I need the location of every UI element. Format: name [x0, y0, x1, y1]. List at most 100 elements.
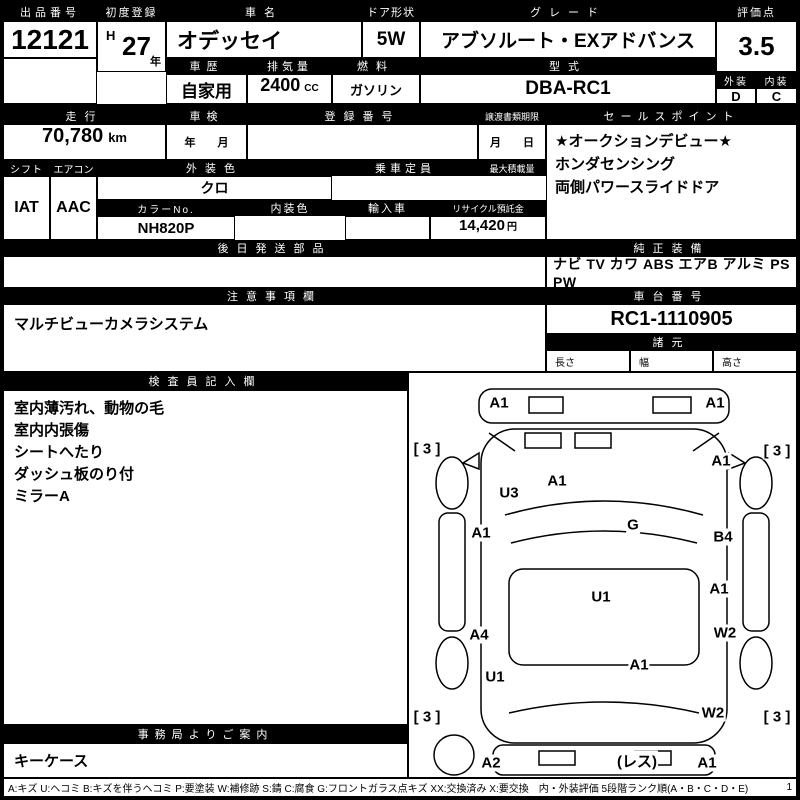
damage-marker: [ 3 ]	[412, 440, 442, 458]
import-car-value	[345, 216, 430, 240]
recycle-deposit-cell: 14,420 円	[430, 216, 546, 240]
sales-point-line: ホンダセンシング	[555, 156, 676, 173]
specs-label: 諸元	[546, 334, 797, 350]
legend-bar: A:キズ U:ヘコミ B:キズを伴うヘコミ P:要塗装 W:補修跡 S:錆 C:…	[3, 778, 797, 797]
damage-marker: A1	[628, 656, 650, 674]
damage-marker: A2	[480, 754, 502, 772]
auction-number-value: 12121	[3, 21, 97, 58]
fuel-label: 燃料	[332, 58, 420, 74]
chassis-number-label: 車台番号	[546, 288, 797, 304]
era-code: H	[106, 28, 116, 43]
damage-marker: G	[626, 516, 640, 534]
door-shape-value: 5W	[362, 21, 420, 58]
damage-marker: A1	[488, 394, 510, 412]
fuel-value: ガソリン	[332, 74, 420, 104]
interior-grade-value: C	[756, 88, 797, 104]
legend-page-number: 1	[786, 782, 792, 793]
car-outline-drawing	[433, 388, 773, 776]
inspector-notes-label: 検査員記入欄	[3, 372, 408, 390]
damage-marker: U3	[498, 484, 520, 502]
chassis-number-value: RC1-1110905	[546, 304, 797, 334]
year-unit: 年	[150, 56, 161, 68]
damage-marker: A1	[546, 472, 568, 490]
aircon-value: AAC	[50, 176, 97, 240]
inspector-note-line: 室内内張傷	[14, 422, 90, 439]
car-name-label: 車名	[166, 3, 362, 21]
section-divider	[3, 104, 797, 108]
capacity-label: 乗車定員	[332, 160, 478, 176]
sales-points-label: セールスポイント	[546, 108, 797, 124]
damage-marker: A1	[696, 754, 718, 772]
recycle-deposit-label: リサイクル預託金	[430, 200, 546, 216]
max-load-label: 最大積載量	[478, 160, 546, 176]
damage-marker: A1	[708, 580, 730, 598]
damage-marker: [ 3 ]	[412, 708, 442, 726]
inspector-notes-cell: 室内薄汚れ、動物の毛 室内内張傷 シートへたり ダッシュ板のり付 ミラーA	[3, 390, 408, 725]
equipment-value: ナビ TV カワ ABS エアB アルミ PS PW	[546, 256, 797, 288]
office-info-value: キーケース	[3, 743, 408, 778]
notes-value: マルチビューカメラシステム	[3, 304, 546, 372]
displacement-label: 排気量	[247, 58, 332, 74]
recycle-deposit-unit: 円	[506, 222, 517, 233]
interior-color-label: 内装色	[235, 200, 345, 216]
sales-points-cell: ★オークションデビュー★ ホンダセンシング 両側パワースライドドア	[546, 124, 797, 240]
shift-label: シフト	[3, 160, 50, 176]
model-code-label: 型式	[420, 58, 716, 74]
damage-marker: A1	[710, 452, 732, 470]
damage-marker: [ 3 ]	[762, 708, 792, 726]
spec-height-cell: 高さ	[713, 350, 797, 372]
damage-marker: W2	[700, 704, 726, 722]
damage-marker: U1	[590, 588, 612, 606]
shaken-value: 年 月	[166, 124, 247, 160]
exterior-color-value: クロ	[97, 176, 332, 200]
score-label: 評価点	[716, 3, 797, 21]
grade-label: グレード	[420, 3, 716, 21]
legend-text: A:キズ U:ヘコミ B:キズを伴うヘコミ P:要塗装 W:補修跡 S:錆 C:…	[8, 784, 749, 795]
later-parts-value	[3, 256, 546, 288]
damage-marker: B4	[712, 528, 734, 546]
sales-point-line: ★オークションデビュー★	[555, 133, 732, 150]
office-info-label: 事務局よりご案内	[3, 725, 408, 743]
displacement-value: 2400	[260, 75, 301, 95]
registration-number-value	[247, 124, 478, 160]
first-registration-year-cell: H 27 年	[97, 21, 166, 72]
transfer-deadline-label: 譲渡書類期限	[478, 108, 546, 124]
registration-number-label: 登録番号	[247, 108, 478, 124]
interior-grade-label: 内装	[756, 72, 797, 88]
exterior-grade-value: D	[716, 88, 756, 104]
grade-value: アブソルート・EXアドバンス	[420, 21, 716, 58]
score-value: 3.5	[716, 21, 797, 72]
damage-marker: A4	[468, 626, 490, 644]
damage-marker: U1	[484, 668, 506, 686]
inspector-note-line: ミラーA	[14, 488, 70, 505]
sales-point-line: 両側パワースライドドア	[555, 179, 720, 196]
spec-width-cell: 幅	[630, 350, 713, 372]
mileage-label: 走行	[3, 108, 166, 124]
color-number-label: カラーNo.	[97, 200, 235, 216]
first-registration-year: 27	[122, 31, 151, 61]
import-car-label: 輸入車	[345, 200, 430, 216]
shift-value: IAT	[3, 176, 50, 240]
displacement-cell: 2400 CC	[247, 74, 332, 104]
color-number-value: NH820P	[97, 216, 235, 240]
car-name-value: オデッセイ	[166, 21, 362, 58]
auction-number-label: 出品番号	[3, 3, 97, 21]
door-shape-label: ドア形状	[362, 3, 420, 21]
history-label: 車歴	[166, 58, 247, 74]
damage-marker: [ 3 ]	[762, 442, 792, 460]
mileage-unit: km	[108, 130, 127, 145]
exterior-grade-label: 外装	[716, 72, 756, 88]
later-parts-label: 後日発送部品	[3, 240, 546, 256]
inspector-note-line: ダッシュ板のり付	[14, 466, 135, 483]
mileage-value: 70,780	[42, 125, 104, 147]
inspector-note-line: シートへたり	[14, 444, 105, 461]
model-code-value: DBA-RC1	[420, 74, 716, 104]
mileage-cell: 70,780 km	[3, 124, 166, 160]
aircon-label: エアコン	[50, 160, 97, 176]
equipment-label: 純正装備	[546, 240, 797, 256]
history-value: 自家用	[166, 74, 247, 104]
recycle-deposit-value: 14,420	[459, 217, 505, 234]
